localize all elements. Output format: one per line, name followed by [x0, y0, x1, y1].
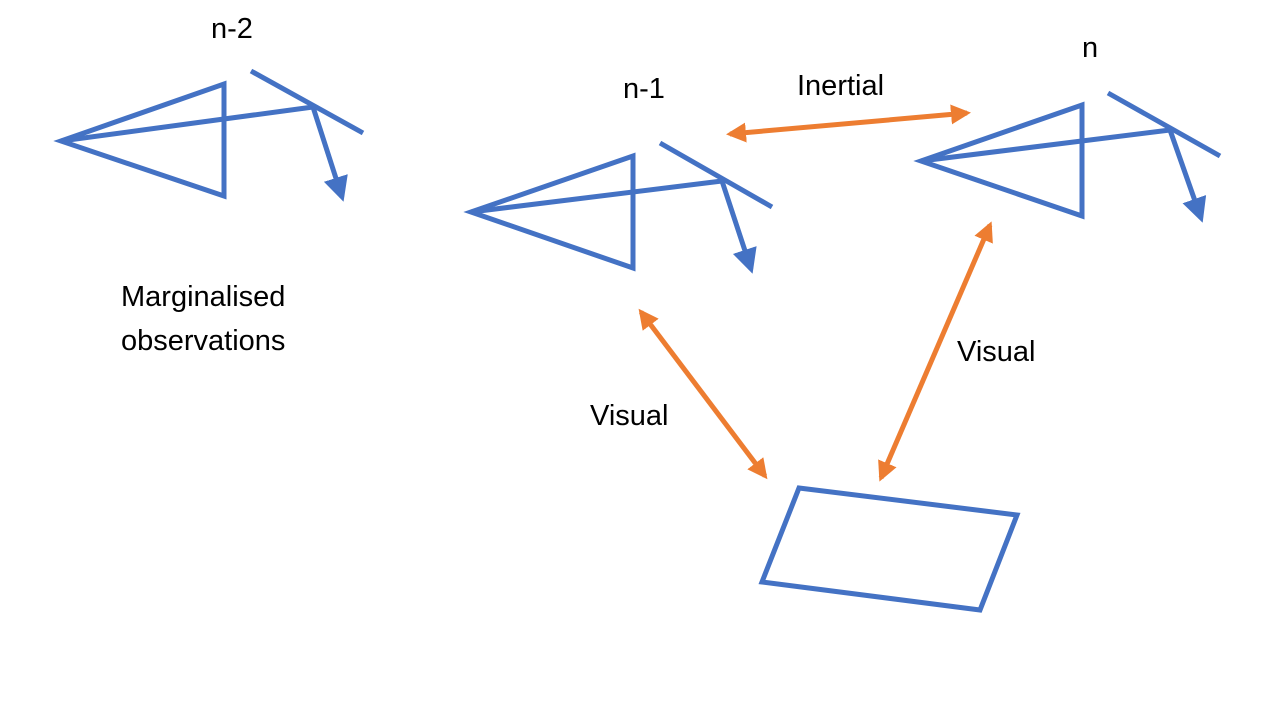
- frame-label-n-2: n-2: [211, 13, 253, 45]
- camera-n-1-y-axis: [719, 180, 757, 274]
- camera-frame-n-1: [463, 140, 774, 274]
- frame-label-n-1: n-1: [623, 73, 665, 105]
- camera-n-2-optical-axis: [60, 104, 314, 144]
- camera-n-y-axis: [1167, 129, 1207, 223]
- visual-constraint-arrow-right: [878, 221, 993, 482]
- marginalised-line-1: Marginalised: [121, 281, 286, 313]
- marginalised-observations-label: Marginalised observations: [121, 275, 285, 363]
- visual-constraint-arrow-left: [638, 308, 768, 480]
- frame-label-n: n: [1082, 32, 1099, 64]
- camera-n-x-axis: [1106, 90, 1222, 159]
- camera-n-2-frustum: [53, 80, 227, 200]
- camera-n-2-y-axis: [310, 106, 348, 202]
- visual-label-left: Visual: [590, 400, 669, 432]
- camera-frame-n: [913, 90, 1222, 223]
- camera-frame-n-2: [53, 68, 365, 202]
- landmark-plane: [758, 485, 1021, 613]
- camera-n-1-frustum: [463, 152, 636, 272]
- camera-n-optical-axis: [920, 127, 1171, 164]
- inertial-constraint-arrow: [726, 104, 971, 143]
- visual-label-right: Visual: [957, 336, 1036, 368]
- camera-n-1-x-axis: [658, 140, 774, 210]
- camera-n-1-optical-axis: [470, 178, 723, 215]
- inertial-label: Inertial: [797, 70, 885, 102]
- marginalised-line-2: observations: [121, 325, 286, 357]
- camera-n-2-x-axis: [249, 68, 365, 136]
- camera-n-frustum: [913, 101, 1085, 220]
